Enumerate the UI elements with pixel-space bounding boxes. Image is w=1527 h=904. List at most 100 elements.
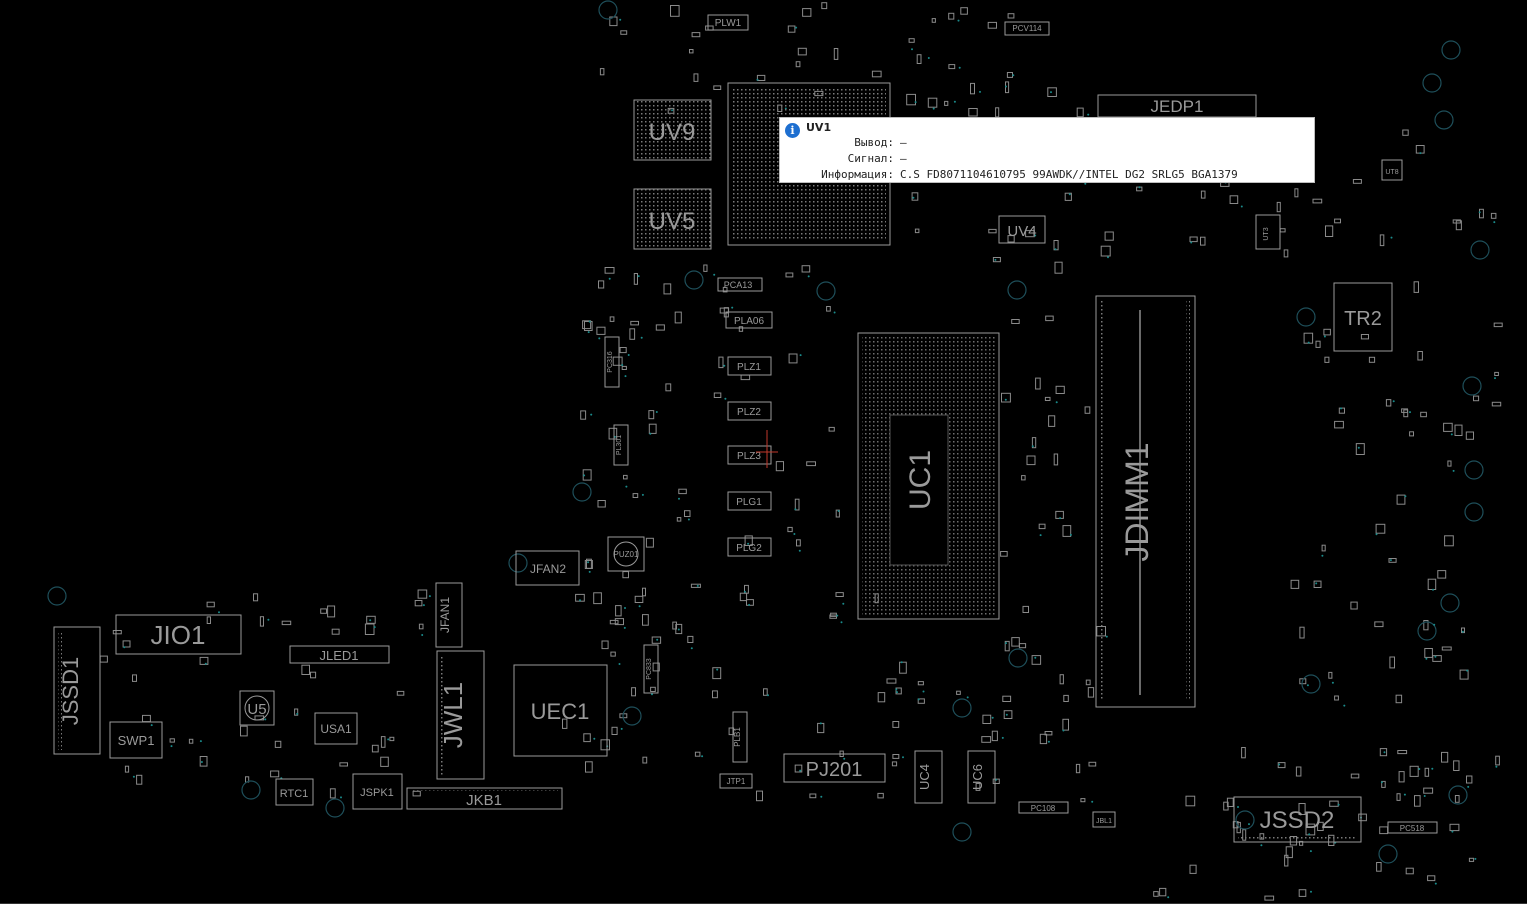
smd-part	[705, 25, 714, 31]
inductor-plz2[interactable]	[727, 401, 772, 421]
smd-part	[1350, 601, 1358, 610]
via	[917, 698, 920, 701]
component-tr2[interactable]	[1333, 282, 1393, 352]
component-pcv114[interactable]	[1004, 21, 1050, 36]
label-uc1: UC1	[904, 450, 937, 510]
connector-jwl1[interactable]	[436, 650, 485, 780]
smd-part	[687, 635, 694, 644]
smd-part	[1189, 236, 1198, 243]
smd-part	[886, 678, 897, 684]
connector-jspk1[interactable]	[352, 773, 403, 810]
smd-part	[597, 500, 606, 508]
component-rtc1[interactable]	[275, 778, 314, 806]
connector-jled1[interactable]	[289, 645, 390, 664]
smd-part	[995, 107, 1000, 118]
smd-part	[975, 783, 981, 791]
component-jtp1[interactable]	[719, 773, 753, 789]
chip-uec1[interactable]	[513, 664, 608, 757]
mounting-hole	[1417, 621, 1437, 641]
component-plb1[interactable]	[732, 711, 748, 763]
smd-part	[648, 410, 655, 420]
component-uc4[interactable]	[914, 750, 943, 804]
connector-jkb1[interactable]	[406, 787, 563, 810]
smd-part	[908, 38, 915, 43]
smd-part	[630, 320, 639, 326]
connector-jfan2[interactable]	[515, 550, 580, 586]
inductor-plz1[interactable]	[727, 356, 772, 376]
smd-part	[1328, 671, 1333, 679]
smd-part	[1047, 87, 1057, 98]
mounting-hole	[241, 780, 261, 800]
via	[820, 795, 823, 798]
component-puz01[interactable]	[607, 536, 645, 572]
smd-part	[712, 690, 718, 699]
via	[1451, 830, 1454, 833]
component-usa1[interactable]	[314, 712, 358, 745]
connector-jdimm1[interactable]	[1095, 295, 1196, 708]
inductor-plg2[interactable]	[727, 537, 772, 557]
smd-part	[1044, 731, 1053, 736]
inductor-plz3[interactable]	[727, 445, 772, 465]
component-u5[interactable]	[239, 690, 275, 726]
smd-part	[678, 488, 687, 495]
smd-part	[775, 461, 784, 472]
connector-jssd2[interactable]	[1233, 796, 1362, 843]
via	[1323, 335, 1326, 338]
via	[1357, 446, 1360, 449]
switch-swp1[interactable]	[109, 721, 163, 759]
smd-part	[744, 535, 753, 547]
connector-jssd1[interactable]	[53, 626, 101, 755]
smd-part	[1473, 395, 1480, 402]
via	[912, 196, 915, 199]
component-pc316[interactable]	[604, 336, 620, 388]
via	[1431, 767, 1434, 770]
smd-part	[199, 656, 209, 665]
component-uv5[interactable]	[633, 188, 712, 250]
smd-part	[1298, 803, 1306, 815]
via	[1005, 642, 1007, 645]
smd-part	[132, 674, 137, 682]
label-uv5: UV5	[649, 208, 696, 235]
info-icon: i	[785, 123, 800, 138]
component-pc518[interactable]	[1387, 821, 1438, 834]
mounting-hole	[1441, 40, 1461, 60]
tooltip-row-pin: Вывод:—	[780, 136, 906, 150]
component-uv9[interactable]	[633, 99, 712, 161]
smd-part	[1104, 231, 1114, 241]
via	[621, 364, 624, 366]
label-plz3: PLZ3	[737, 451, 761, 462]
connector-jfan1[interactable]	[435, 582, 463, 648]
component-ut3[interactable]	[1255, 214, 1281, 250]
smd-part	[1063, 694, 1069, 703]
component-pc833[interactable]	[643, 644, 659, 694]
smd-part	[1415, 145, 1425, 154]
smd-part	[124, 765, 130, 773]
via	[608, 277, 611, 280]
component-plw1[interactable]	[707, 14, 749, 31]
smd-part	[1368, 356, 1376, 363]
component-ut8[interactable]	[1381, 159, 1403, 181]
component-jbl1[interactable]	[1092, 811, 1116, 828]
label-tr2: TR2	[1344, 308, 1382, 330]
via	[656, 638, 659, 641]
smd-part	[1011, 637, 1020, 647]
cpu-uc1[interactable]	[857, 332, 1000, 620]
smd-part	[1423, 787, 1434, 794]
label-uc6: UC6	[970, 764, 985, 790]
via	[799, 769, 802, 772]
connector-jio1[interactable]	[115, 614, 242, 655]
smd-part	[1035, 377, 1041, 390]
component-pca13[interactable]	[717, 277, 763, 292]
via	[1240, 205, 1243, 208]
component-uv4[interactable]	[998, 215, 1046, 244]
component-pl301[interactable]	[613, 424, 629, 466]
component-pc108[interactable]	[1018, 801, 1069, 814]
smd-part	[593, 592, 602, 605]
component-uc6[interactable]	[967, 750, 996, 804]
via	[979, 90, 981, 93]
connector-pj201[interactable]	[783, 753, 886, 783]
inductor-pla06[interactable]	[725, 311, 773, 329]
via	[579, 599, 581, 602]
inductor-plg1[interactable]	[727, 491, 772, 511]
